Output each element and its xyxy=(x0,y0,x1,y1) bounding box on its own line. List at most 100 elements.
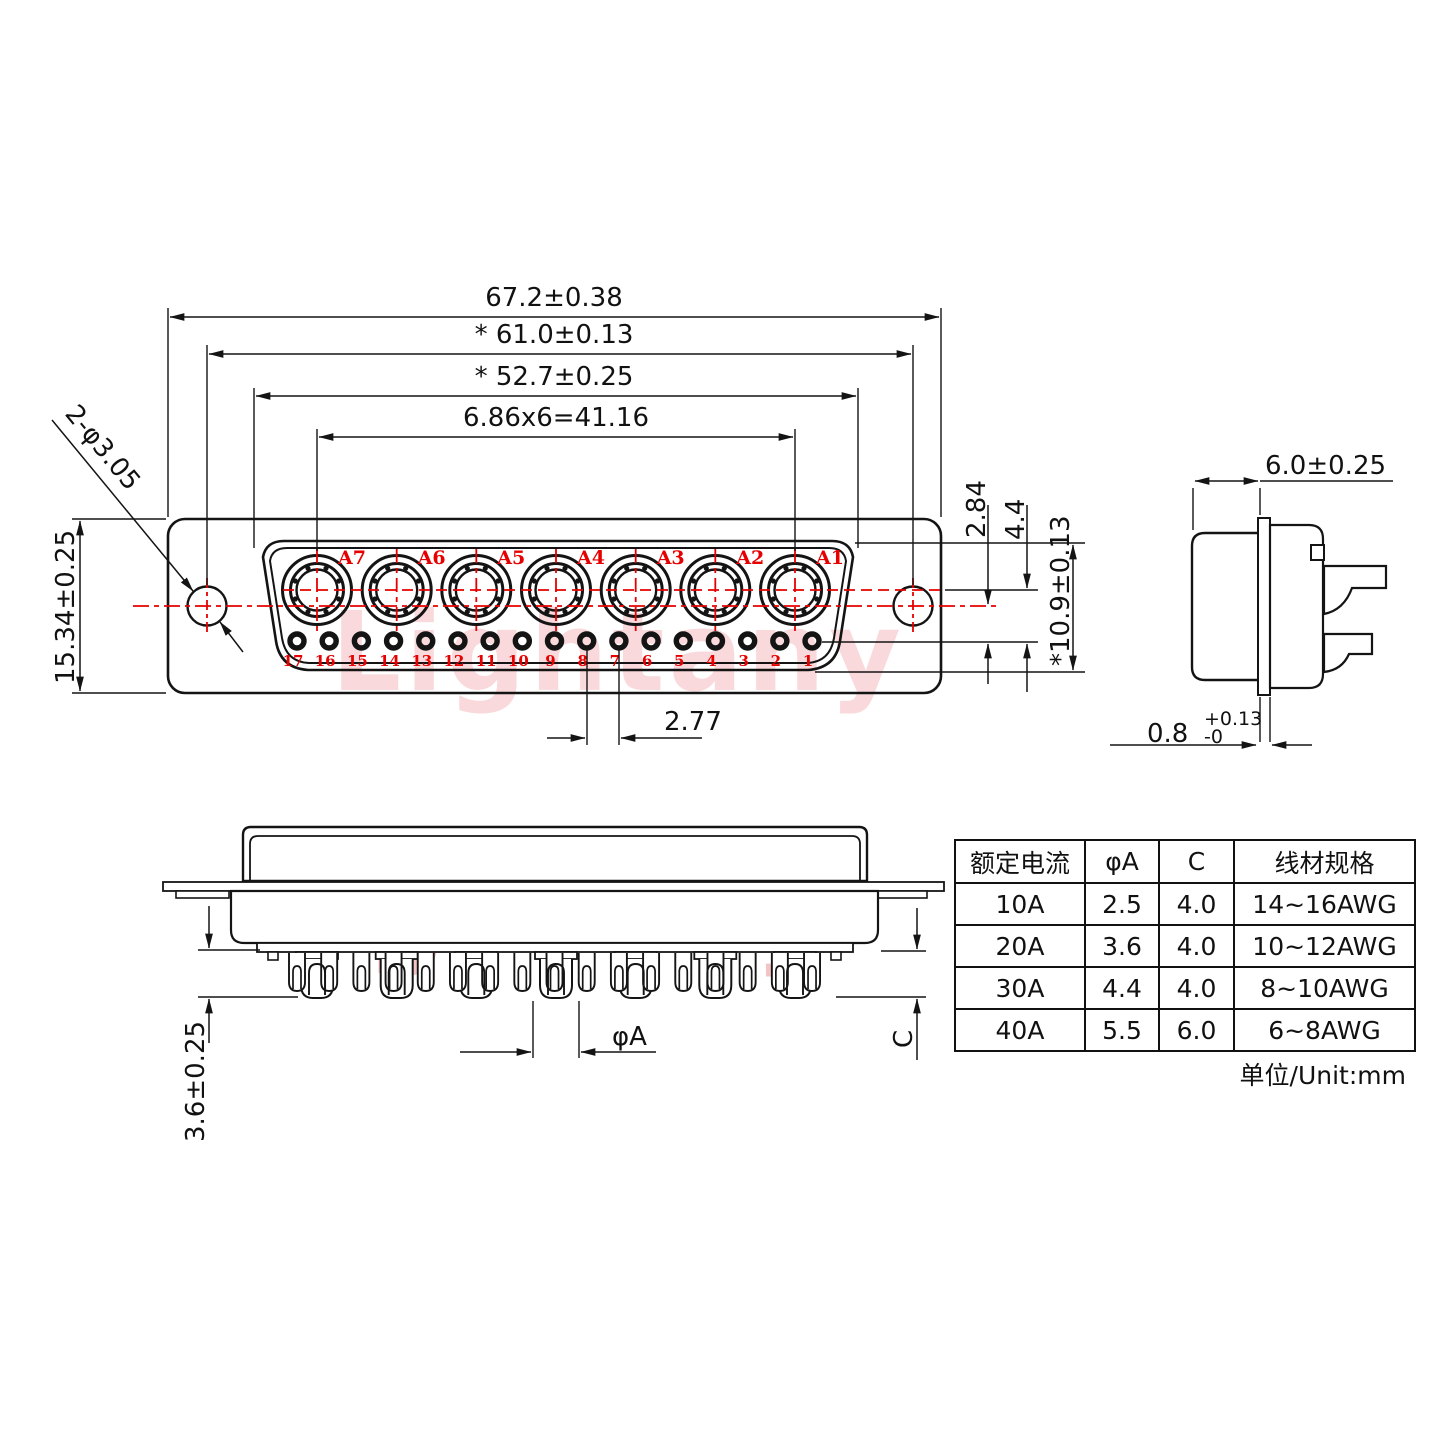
contact-spring-dot xyxy=(305,565,311,571)
contact-spring-dot xyxy=(801,609,807,615)
solder-cup-small xyxy=(320,953,339,992)
spec-table: 额定电流 φA C 线材规格 10A 2.5 4.0 14~16AWG 20A … xyxy=(954,839,1416,1052)
cell-c: 4.0 xyxy=(1158,924,1235,968)
solder-cup-small xyxy=(577,953,596,992)
solder-cup-large-arch xyxy=(308,963,326,995)
contact-spring-dot xyxy=(654,596,661,602)
pin-number-label: 15 xyxy=(347,652,368,670)
contact-spring-dot xyxy=(703,565,709,571)
contact-spring-dot xyxy=(531,596,537,602)
signal-pin: 2 xyxy=(770,631,790,670)
solder-cup-small xyxy=(449,953,467,992)
contact-spring-dot xyxy=(814,596,820,602)
contact-label: A5 xyxy=(496,547,525,569)
hood-inner-wall xyxy=(249,835,861,881)
contact-spring-dot xyxy=(611,596,617,602)
contact-spring-dot xyxy=(464,565,470,571)
contact-spring-dot xyxy=(642,609,648,615)
contact-label: A6 xyxy=(417,547,446,569)
end-tab-right xyxy=(830,951,842,961)
signal-pin: 6 xyxy=(641,631,661,670)
contact-spring-dot xyxy=(654,578,661,584)
dim-flange-height: 15.34±0.25 xyxy=(51,530,81,684)
contact-spring-dot xyxy=(292,578,298,584)
signal-pin: 5 xyxy=(673,631,693,670)
cell-phi-a: 5.5 xyxy=(1084,1008,1160,1052)
side-terminal-lower xyxy=(1322,632,1374,674)
solder-cup-small xyxy=(770,953,789,992)
cell-phi-a: 2.5 xyxy=(1084,882,1160,926)
contact-spring-dot xyxy=(482,609,488,615)
cell-wire: 14~16AWG xyxy=(1233,882,1416,926)
cell-current: 40A xyxy=(954,1008,1086,1052)
pin-number-label: 3 xyxy=(738,652,748,670)
centerlines xyxy=(133,578,997,634)
contact-spring-dot xyxy=(495,578,501,584)
contact-spring-dot xyxy=(451,578,458,584)
contact-spring-dot xyxy=(624,609,630,615)
cell-c: 4.0 xyxy=(1158,882,1235,926)
contact-label: A1 xyxy=(815,547,844,569)
solder-cup-large-arch xyxy=(547,963,565,995)
solder-cup-small xyxy=(352,953,371,992)
header-wire-gauge: 线材规格 xyxy=(1233,839,1416,884)
contact-spring-dot xyxy=(495,596,501,602)
solder-cup-small xyxy=(609,953,628,992)
end-tab-left xyxy=(267,951,279,961)
cell-c: 4.0 xyxy=(1158,966,1235,1010)
contact-spring-dot xyxy=(403,565,409,571)
front-dimensions: 67.2±0.38 * 61.0±0.13 * 52.7±0.25 6.86x6… xyxy=(51,283,1085,745)
side-insulator xyxy=(1268,523,1325,690)
solder-cup-large-arch xyxy=(706,963,725,995)
side-view-right: 6.0±0.25 0.8 +0.13 -0 xyxy=(1110,451,1393,749)
flange-tab-left xyxy=(175,890,230,899)
solder-cup-large-arch xyxy=(786,963,804,995)
cell-current: 30A xyxy=(954,966,1086,1010)
cell-wire: 8~10AWG xyxy=(1233,966,1416,1010)
contact-spring-dot xyxy=(721,609,727,615)
insulator-slab xyxy=(256,942,854,953)
dim-side-depth: 6.0±0.25 xyxy=(1265,451,1386,481)
solder-cups xyxy=(288,951,821,999)
spec-table-header-row: 额定电流 φA C 线材规格 xyxy=(954,839,1416,884)
solder-cup-large-arch xyxy=(387,963,406,995)
pin-number-label: 9 xyxy=(545,652,555,670)
side-terminal-upper xyxy=(1322,564,1388,616)
contact-spring-dot xyxy=(372,578,378,584)
contact-spring-dot xyxy=(575,596,581,602)
contact-spring-dot xyxy=(624,565,630,571)
contact-spring-dot xyxy=(482,565,488,571)
pin-number-label: 11 xyxy=(476,652,497,670)
pin-number-label: 8 xyxy=(577,652,587,670)
contact-label: A4 xyxy=(576,547,605,569)
contact-spring-dot xyxy=(690,578,697,584)
dim-inner-width: * 61.0±0.13 xyxy=(475,320,634,350)
contact-spring-dot xyxy=(562,565,568,571)
contact-spring-dot xyxy=(734,596,740,602)
pin-number-label: 7 xyxy=(610,652,620,670)
hood-outline xyxy=(241,825,869,883)
contact-spring-dot xyxy=(323,609,329,615)
dim-flange-tol-minus: -0 xyxy=(1204,726,1223,748)
signal-pin: 16 xyxy=(315,631,339,670)
cell-current: 20A xyxy=(954,924,1086,968)
dshell-inner xyxy=(268,547,848,664)
pin-number-label: 2 xyxy=(771,652,781,670)
solder-cup-small xyxy=(545,953,564,992)
contact-spring-dot xyxy=(690,596,697,602)
contact-spring-dot xyxy=(305,609,311,615)
table-row: 40A 5.5 6.0 6~8AWG xyxy=(954,1008,1416,1052)
signal-pin: 9 xyxy=(544,631,565,670)
table-row: 20A 3.6 4.0 10~12AWG xyxy=(954,924,1416,968)
bottom-body xyxy=(229,889,880,945)
pin-number-label: 4 xyxy=(706,652,716,670)
dim-pin-pitch: 2.77 xyxy=(664,707,722,737)
solder-cup-small xyxy=(674,953,693,992)
header-rated-current: 额定电流 xyxy=(954,839,1086,884)
unit-note: 单位/Unit:mm xyxy=(1239,1061,1406,1090)
dim-row-gap: 4.4 xyxy=(1001,499,1031,540)
solder-cup-large-arch xyxy=(467,963,486,995)
contact-spring-dot xyxy=(734,578,740,584)
solder-cup-small xyxy=(513,953,532,992)
